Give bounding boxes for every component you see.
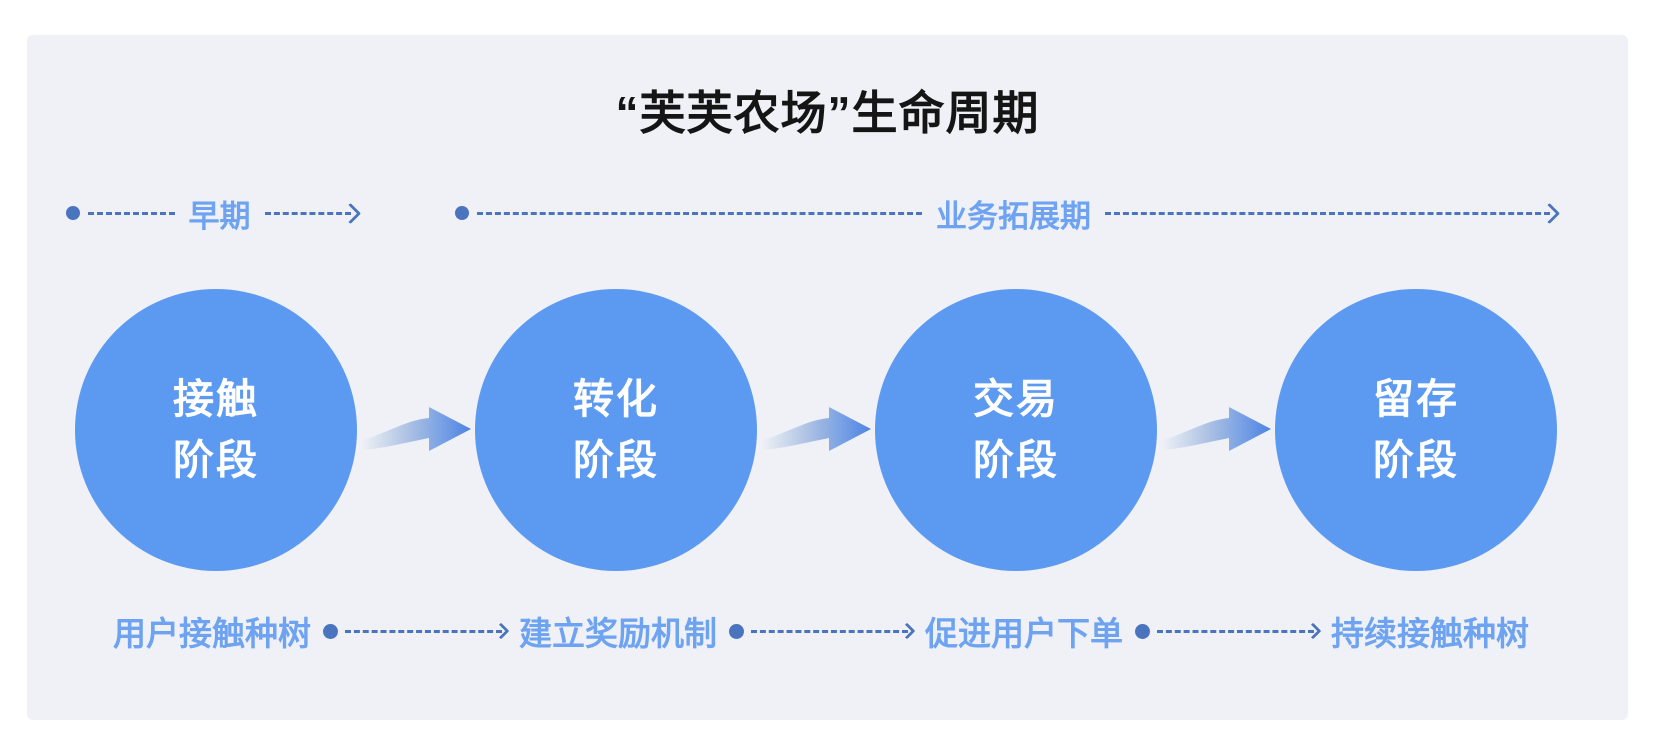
dashed-line xyxy=(345,629,502,633)
stage-label-line1: 留存 xyxy=(1373,375,1459,422)
gradient-arrow-icon xyxy=(363,407,471,451)
stage-label-line1: 接触 xyxy=(173,375,259,422)
stage-caption-retention: 持续接触种树 xyxy=(1331,615,1529,652)
stage-label-line1: 转化 xyxy=(573,375,659,422)
dotted-arrow-connector xyxy=(717,611,925,651)
arrow-head-icon xyxy=(898,622,916,640)
arrow-head-icon xyxy=(339,202,362,224)
stage-caption-contact: 用户接触种树 xyxy=(113,615,311,652)
dashed-line xyxy=(751,629,908,633)
timeline-dot-icon xyxy=(455,206,469,220)
timeline-expansion-label: 业务拓展期 xyxy=(936,198,1091,234)
stage-circle-contact: 接触 阶段 xyxy=(75,289,357,571)
arrow-head-icon xyxy=(492,622,510,640)
stage-caption-conversion: 建立奖励机制 xyxy=(519,615,717,652)
dotted-arrow-connector xyxy=(311,611,519,651)
dotted-arrow-connector xyxy=(1123,611,1331,651)
diagram-title: “芙芙农场”生命周期 xyxy=(615,87,1040,139)
timeline-expansion-segment: 业务拓展期 xyxy=(455,193,1561,234)
stage-label-line1: 交易 xyxy=(973,375,1059,422)
stage-label-line2: 阶段 xyxy=(173,437,259,483)
bottom-caption-row: 用户接触种树 建立奖励机制 促进用户下单 持续接触种树 xyxy=(113,611,1529,652)
stage-circle-retention: 留存 阶段 xyxy=(1275,289,1557,571)
timeline-dot-icon xyxy=(66,206,80,220)
gradient-arrow-icon xyxy=(763,407,871,451)
timeline-dot-icon xyxy=(323,623,338,639)
stage-label-line2: 阶段 xyxy=(1373,437,1459,483)
stage-circle-conversion: 转化 阶段 xyxy=(475,289,757,571)
arrow-head-icon xyxy=(1538,202,1561,224)
diagram-panel: “芙芙农场”生命周期 早期 业务拓展期 接触 阶段 转化 阶段 交易 阶段 留存… xyxy=(27,35,1628,720)
dashed-line xyxy=(477,211,922,215)
stage-label-line2: 阶段 xyxy=(973,437,1059,483)
dashed-line xyxy=(1105,211,1550,215)
timeline-dot-icon xyxy=(729,623,744,639)
stage-caption-transaction: 促进用户下单 xyxy=(925,615,1123,652)
gradient-arrow-icon xyxy=(1163,407,1271,451)
dashed-line xyxy=(1157,629,1314,633)
timeline-dot-icon xyxy=(1135,623,1150,639)
dashed-line xyxy=(88,211,175,215)
arrow-head-icon xyxy=(1304,622,1322,640)
timeline-early-label: 早期 xyxy=(188,198,251,234)
stage-label-line2: 阶段 xyxy=(573,437,659,483)
dashed-line xyxy=(264,211,351,215)
stage-circle-transaction: 交易 阶段 xyxy=(875,289,1157,571)
timeline-early-segment: 早期 xyxy=(66,193,362,234)
